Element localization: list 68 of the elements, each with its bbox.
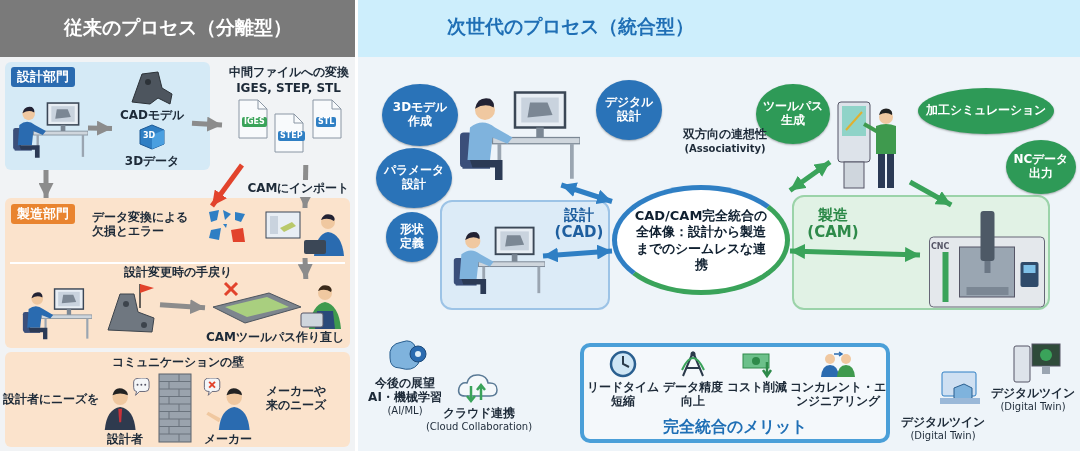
twin-label: デジタルツイン [990, 386, 1076, 401]
panel-header [358, 0, 1080, 57]
panel-header [0, 0, 355, 57]
bubble-text: パラメータ設計 [383, 164, 445, 192]
double-arrow [788, 159, 832, 193]
arrow [908, 179, 953, 208]
benefit-label: リードタイム短縮 [586, 380, 660, 409]
department-panel [5, 198, 350, 348]
benefit-label: データ精度向上 [662, 380, 724, 409]
design-platform [440, 200, 610, 310]
department-label: 製造部門 [11, 204, 75, 224]
benefit-label: コスト削減 [726, 380, 788, 395]
file-type-tag: STEP [278, 131, 305, 142]
brick-wall-drawing [155, 372, 195, 444]
zone-label: 製造(CAM) [806, 207, 860, 242]
panel-title: 次世代のプロセス（統合型） [446, 15, 695, 38]
bubble-text: 加工シミュレーション [925, 104, 1047, 118]
section-panel [5, 352, 350, 447]
bubble-text: 3Dモデル作成 [391, 101, 449, 129]
cube-label: 3D [142, 131, 157, 142]
speech-text: メーカーや来のニーズ [266, 384, 328, 413]
future-label: クラウド連携 [442, 406, 516, 421]
twin-label: デジタルツイン [900, 415, 986, 430]
zone-label: 設計(CAD) [553, 207, 605, 242]
arrow [297, 257, 313, 280]
file-type-tag: IGES [242, 117, 267, 128]
arrow [210, 163, 244, 208]
bubble-text: 形状定義 [399, 223, 425, 251]
bubble-text: NCデータ出力 [1012, 153, 1070, 181]
benefits-panel [580, 343, 890, 443]
future-label: (AI/ML) [386, 405, 424, 417]
machine-label: CNC [931, 242, 950, 252]
arrow [87, 120, 113, 136]
twin-label: (Digital Twin) [999, 401, 1067, 413]
bubble-text: ツールパス生成 [762, 100, 824, 128]
file-type-tag: STL [316, 117, 337, 128]
twin-label: (Digital Twin) [909, 430, 977, 442]
section-heading: 設計変更時の手戻り [122, 265, 233, 280]
problem-text: データ変換による欠損とエラー [92, 210, 189, 239]
arrow [38, 170, 54, 198]
section-heading: 中間ファイルへの変換 [227, 65, 350, 80]
annotation-text: (Associativity) [683, 143, 767, 155]
arrow [159, 299, 206, 315]
bubble-text: デジタル設計 [604, 96, 654, 124]
double-arrow [560, 182, 613, 204]
section-heading: コミュニケーションの壁 [110, 355, 245, 370]
rework-caption: CAMツールパス作り直し [205, 330, 345, 345]
panel-title: 従来のプロセス（分離型） [62, 16, 293, 39]
section-divider [10, 262, 345, 344]
hub-text: CAD/CAM完全統合の全体像：設計から製造までのシームレスな連携 [633, 207, 769, 273]
benefit-label: コンカレント・エンジニアリング [790, 380, 886, 409]
format-list: IGES, STEP, STL [222, 81, 355, 96]
double-arrow [789, 243, 921, 263]
future-label: (Cloud Collaboration) [424, 421, 534, 433]
panel-title: 完全統合のメリット [662, 417, 808, 437]
person-caption: 設計者 [106, 432, 144, 447]
future-label: AI・機械学習 [367, 390, 443, 405]
person-caption: メーカー [202, 432, 253, 447]
model-caption: CADモデル [118, 108, 186, 123]
annotation-text: 双方向の連想性 [682, 127, 768, 142]
department-label: 設計部門 [11, 67, 75, 87]
double-arrow [542, 244, 613, 263]
arrow [191, 116, 223, 132]
manufacturing-platform [792, 195, 1050, 310]
future-label: 今後の展望 [374, 376, 436, 391]
department-panel [5, 62, 210, 170]
speech-text: 設計者にニーズを [3, 392, 100, 407]
data-caption: 3Dデータ [123, 154, 181, 169]
